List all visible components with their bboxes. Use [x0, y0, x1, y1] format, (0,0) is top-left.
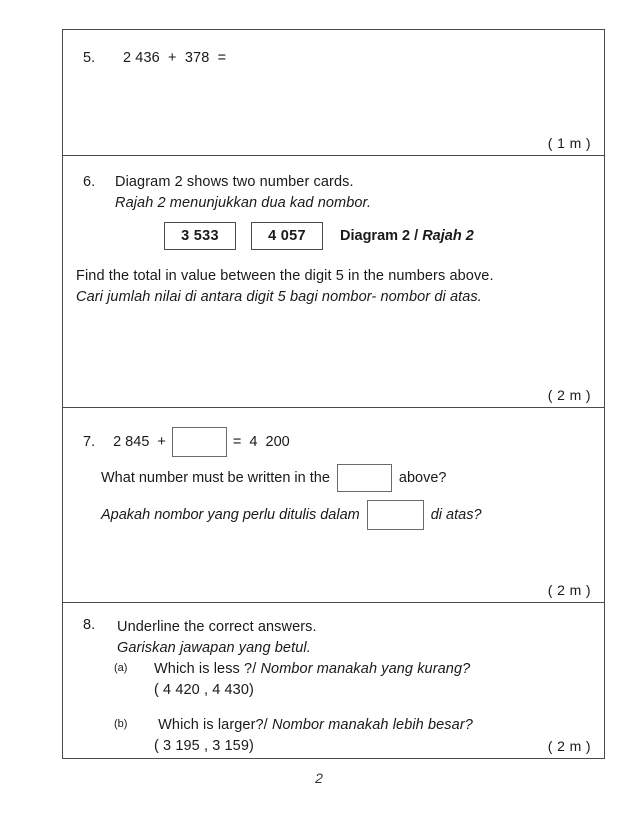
- question-6-stem-ms: Rajah 2 menunjukkan dua kad nombor.: [115, 194, 372, 211]
- question-7-line-ms: Apakah nombor yang perlu ditulis dalam d…: [101, 500, 482, 530]
- question-5-text: 5. 2 436 + 378 =: [83, 48, 226, 69]
- number-cards-group: 3 533 4 057 Diagram 2 / Rajah 2: [164, 222, 474, 250]
- question-6-prompt: Find the total in value between the digi…: [76, 266, 494, 307]
- question-7-equation: 7. 2 845 + = 4 200: [83, 427, 290, 457]
- question-8-marks: ( 2 m ): [547, 738, 591, 754]
- question-7-line-en: What number must be written in the above…: [101, 464, 446, 492]
- question-7-eq-right: = 4 200: [232, 434, 290, 450]
- question-7-line-en-after: above?: [398, 470, 447, 486]
- question-5-equation: 2 436 + 378 =: [123, 50, 227, 66]
- part-a-body: Which is less ?/ Nombor manakah yang kur…: [154, 659, 470, 700]
- answer-box-inline-ms[interactable]: [366, 500, 424, 530]
- diagram-caption-ms: Rajah 2: [422, 228, 474, 244]
- question-8-stem: Underline the correct answers. Gariskan …: [117, 617, 317, 658]
- question-6-stem-en: Diagram 2 shows two number cards.: [115, 174, 354, 190]
- part-a-question-en: Which is less ?/: [154, 661, 261, 677]
- question-7-eq-left: 2 845 +: [113, 434, 166, 450]
- part-b-question: Which is larger?/ Nombor manakah lebih b…: [154, 715, 473, 736]
- diagram-caption: Diagram 2 / Rajah 2: [340, 228, 474, 244]
- question-6-stem: Diagram 2 shows two number cards. Rajah …: [115, 172, 371, 213]
- question-7-line-ms-before: Apakah nombor yang perlu ditulis dalam: [101, 507, 360, 523]
- question-5-marks: ( 1 m ): [547, 135, 591, 151]
- question-6-number: 6.: [83, 174, 96, 190]
- question-7-line-ms-after: di atas?: [430, 507, 482, 523]
- answer-box-equation[interactable]: [171, 427, 227, 457]
- part-b-body: Which is larger?/ Nombor manakah lebih b…: [154, 715, 473, 756]
- question-6-marks: ( 2 m ): [547, 387, 591, 403]
- part-b-label: (b): [114, 718, 128, 730]
- part-a-question-ms: Nombor manakah yang kurang?: [260, 661, 471, 677]
- answer-box-inline-en[interactable]: [336, 464, 392, 492]
- part-b-options[interactable]: ( 3 195 , 3 159): [154, 737, 254, 754]
- question-row-5: 5. 2 436 + 378 = ( 1 m ): [63, 30, 604, 156]
- question-7-marks: ( 2 m ): [547, 582, 591, 598]
- question-6-prompt-ms: Cari jumlah nilai di antara digit 5 bagi…: [76, 288, 482, 305]
- question-8-stem-en: Underline the correct answers.: [117, 619, 317, 635]
- exam-question-table: 5. 2 436 + 378 = ( 1 m ) 6. Diagram 2 sho…: [62, 29, 605, 759]
- part-a-options[interactable]: ( 4 420 , 4 430): [154, 681, 254, 698]
- diagram-caption-en: Diagram 2 /: [340, 228, 423, 244]
- number-card-2: 4 057: [251, 222, 323, 250]
- part-a-label: (a): [114, 662, 128, 674]
- question-8-stem-ms: Gariskan jawapan yang betul.: [117, 639, 311, 656]
- question-7-line-en-before: What number must be written in the: [101, 470, 330, 486]
- question-row-6: 6. Diagram 2 shows two number cards. Raj…: [63, 156, 604, 408]
- question-8-number: 8.: [83, 617, 96, 633]
- question-7-number: 7.: [83, 434, 96, 450]
- part-b-question-en: Which is larger?/: [154, 717, 272, 733]
- part-a-question: Which is less ?/ Nombor manakah yang kur…: [154, 659, 470, 680]
- number-card-1: 3 533: [164, 222, 236, 250]
- part-b-question-ms: Nombor manakah lebih besar?: [271, 717, 473, 733]
- question-row-7: 7. 2 845 + = 4 200 What number must be w…: [63, 408, 604, 603]
- question-6-prompt-en: Find the total in value between the digi…: [76, 268, 494, 284]
- question-5-number: 5.: [83, 50, 96, 66]
- question-row-8: 8. Underline the correct answers. Garisk…: [63, 603, 604, 758]
- page-number: 2: [315, 770, 323, 786]
